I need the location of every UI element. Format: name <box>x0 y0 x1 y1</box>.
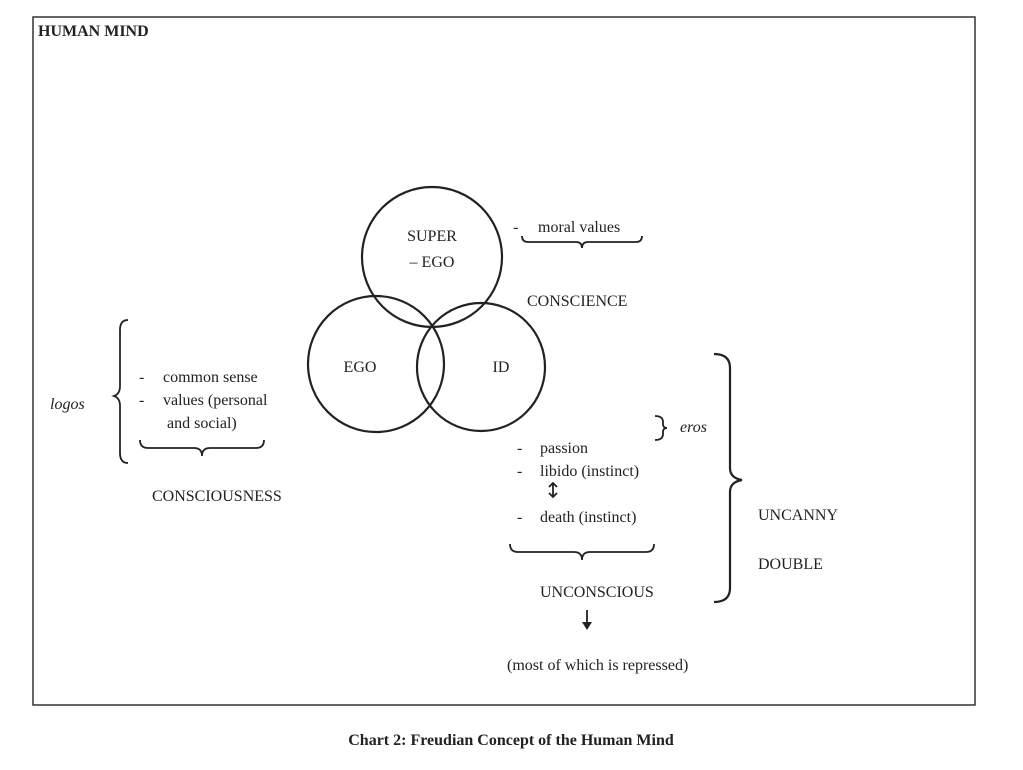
eros-brace <box>654 415 668 441</box>
consciousness-label: CONSCIOUSNESS <box>152 488 282 505</box>
id-dash-2: - <box>517 463 522 480</box>
id-circle <box>415 301 547 433</box>
ego-dash-1: - <box>139 369 144 386</box>
repressed-note: (most of which is repressed) <box>507 657 688 674</box>
double-label: DOUBLE <box>758 556 823 573</box>
id-dash-1: - <box>517 440 522 457</box>
conscience-label: CONSCIENCE <box>527 293 627 310</box>
superego-label-1: SUPER <box>407 228 457 245</box>
unconscious-label: UNCONSCIOUS <box>540 584 654 601</box>
down-arrowhead-icon <box>582 622 592 630</box>
moral-values: moral values <box>538 219 620 236</box>
id-item-passion: passion <box>540 440 588 457</box>
frame-title: HUMAN MIND <box>38 23 149 40</box>
moral-brace <box>521 235 643 249</box>
unconscious-brace <box>509 543 655 561</box>
double-arrow-icon <box>548 481 558 499</box>
figure-caption: Chart 2: Freudian Concept of the Human M… <box>348 732 674 749</box>
diagram-frame <box>32 16 976 706</box>
superego-label-2: – EGO <box>409 254 455 271</box>
ego-label: EGO <box>344 359 377 376</box>
superego-circle <box>360 185 504 329</box>
uncanny-label: UNCANNY <box>758 507 838 524</box>
consciousness-brace <box>139 439 265 457</box>
eros-label: eros <box>680 419 707 436</box>
ego-item-values: values (personal <box>163 392 268 409</box>
ego-circle <box>306 294 446 434</box>
ego-item-social: and social) <box>167 415 237 432</box>
ego-item-common-sense: common sense <box>163 369 258 386</box>
id-dash-3: - <box>517 509 522 526</box>
logos-brace <box>111 319 129 464</box>
moral-dash: - <box>513 219 518 236</box>
logos-label: logos <box>50 396 85 413</box>
uncanny-double-brace <box>713 352 743 604</box>
id-item-death: death (instinct) <box>540 509 636 526</box>
id-label: ID <box>493 359 510 376</box>
id-item-libido: libido (instinct) <box>540 463 639 480</box>
ego-dash-2: - <box>139 392 144 409</box>
